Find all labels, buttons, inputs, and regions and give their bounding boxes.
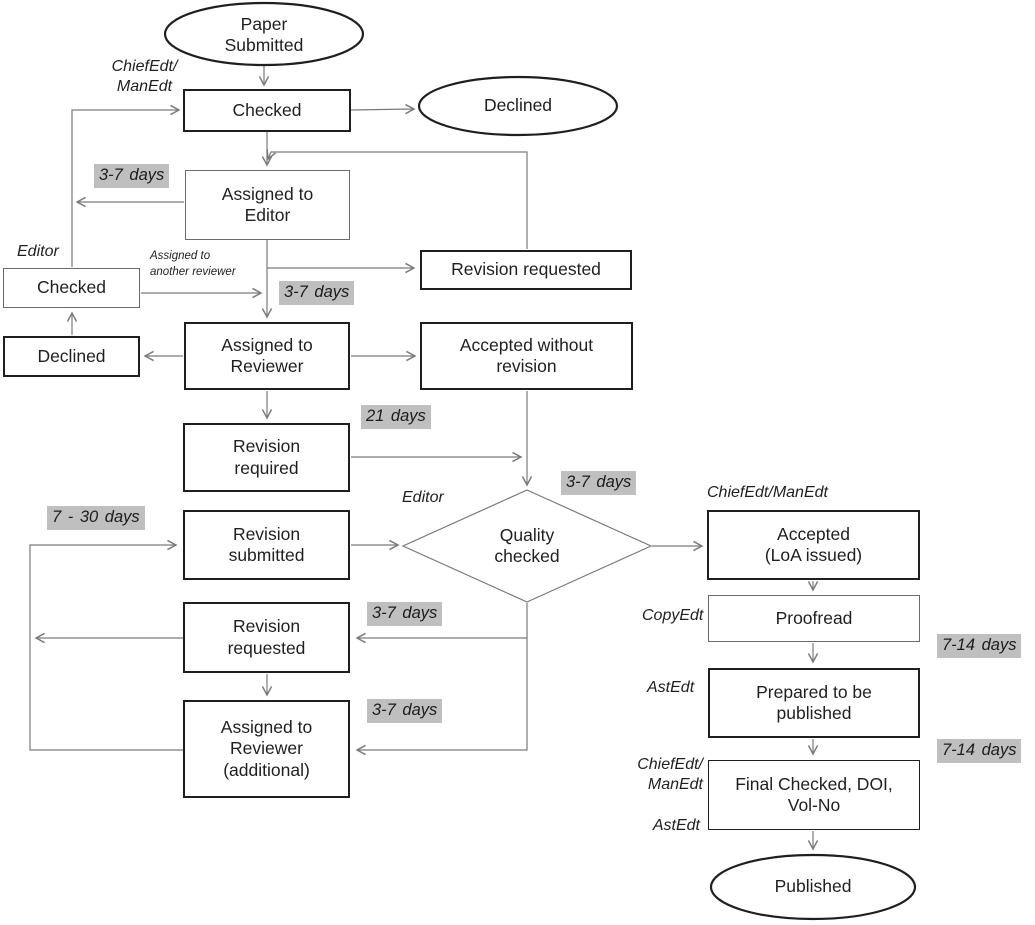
duration-prepare: 7-14 days <box>937 739 1022 763</box>
role-chiefedt-manedt-top: ChiefEdt/ ManEdt <box>111 58 178 95</box>
node-prepared-published: Prepared to be published <box>708 668 920 738</box>
paper-submitted-ellipse <box>163 1 365 67</box>
duration-review: 21 days <box>361 405 431 429</box>
duration-quality-check: 3-7 days <box>561 471 637 495</box>
node-revision-required: Revision required <box>183 423 350 492</box>
node-declined-top: Declined <box>483 95 553 116</box>
node-accepted-without-revision: Accepted without revision <box>420 322 633 390</box>
node-final-checked: Final Checked, DOI, Vol-No <box>708 760 920 830</box>
role-chiefedt-manedt-bottom: ChiefEdt/ ManEdt <box>637 756 703 793</box>
role-editor-diamond: Editor <box>402 489 444 506</box>
role-copyedt: CopyEdt <box>642 607 704 624</box>
edge-revreq-to-assigned-editor <box>266 149 528 249</box>
duration-revision: 7 - 30 days <box>47 506 145 530</box>
node-declined-reviewer: Declined <box>3 336 140 377</box>
node-assigned-reviewer-additional: Assigned to Reviewer (additional) <box>183 700 350 798</box>
edge-left-line-to-checked <box>71 104 181 267</box>
role-chiefedt-manedt-right: ChiefEdt/ManEdt <box>707 484 828 501</box>
edge-quality-to-assigned-additional <box>355 603 528 756</box>
duration-revision-request-2: 3-7 days <box>367 602 443 626</box>
terminator-shapes <box>163 1 917 921</box>
role-editor-left: Editor <box>17 243 59 260</box>
edge-checked-to-declined <box>350 103 416 115</box>
quality-checked-diamond <box>401 489 653 603</box>
duration-assign-additional: 3-7 days <box>367 699 443 723</box>
declined-ellipse <box>417 75 619 137</box>
duration-proofread: 7-14 days <box>937 634 1022 658</box>
node-proofread: Proofread <box>708 595 920 642</box>
duration-assign-editor: 3-7 days <box>94 164 170 188</box>
role-astedt-final: AstEdt <box>652 817 700 834</box>
node-revision-requested-2: Revision requested <box>183 602 350 673</box>
node-assigned-reviewer: Assigned to Reviewer <box>184 322 350 390</box>
node-revision-requested: Revision requested <box>420 250 632 290</box>
role-astedt-prepared: AstEdt <box>647 679 695 696</box>
node-accepted-loa: Accepted (LoA issued) <box>707 510 920 580</box>
node-assigned-editor: Assigned to Editor <box>185 170 350 240</box>
node-quality-checked: Quality checked <box>494 524 560 566</box>
node-checked-editor: Checked <box>3 268 140 308</box>
node-paper-submitted: Paper Submitted <box>224 13 304 55</box>
published-ellipse <box>709 853 917 921</box>
node-published: Published <box>774 876 852 897</box>
duration-assign-reviewer: 3-7 days <box>279 281 355 305</box>
node-checked: Checked <box>183 89 351 132</box>
role-assigned-another-reviewer: Assigned to another reviewer <box>150 250 236 278</box>
edge-loop-to-revision-submitted <box>29 539 183 751</box>
edges <box>29 66 819 851</box>
node-revision-submitted: Revision submitted <box>183 510 350 580</box>
